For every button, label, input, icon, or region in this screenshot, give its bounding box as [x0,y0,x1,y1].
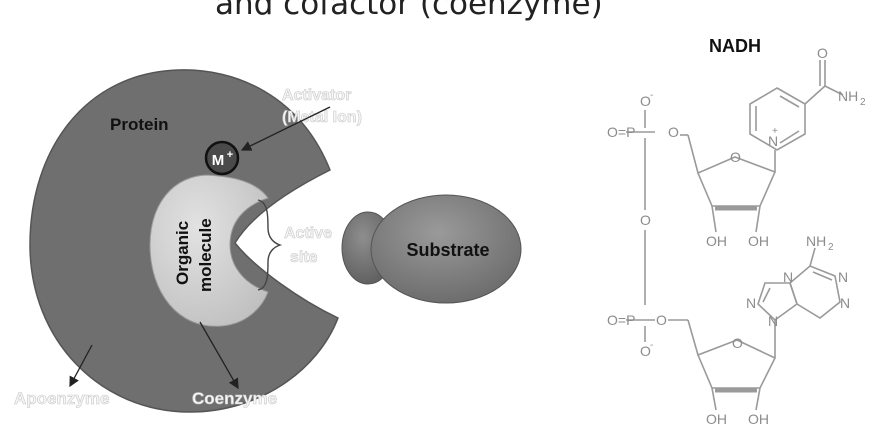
atom-n-4: N [746,295,756,311]
atom-nh2-adenine: NH [806,233,826,249]
atom-nh2-amide-sub: 2 [860,97,866,108]
bottom-ribose-ring [696,339,777,389]
atom-o-carbonyl: O [817,45,828,61]
atom-o-minus-bottom: O [640,343,651,359]
adenine-six-ring [789,265,841,319]
atom-oh-2: OH [748,233,769,249]
atom-o-ester-top: O [668,124,679,140]
active-site-label-line1: Active [284,225,332,242]
enzyme-diagram: M + Protein Activator (Metal Ion) Organi… [14,69,522,413]
atom-oh-4: OH [748,411,769,427]
atom-minus-bottom: - [650,340,653,351]
active-site-label-line2: site [290,249,318,266]
atom-o-ester-bottom: O [656,312,667,328]
coenzyme-arrow [199,321,239,390]
atom-n-2: N [838,269,848,285]
atom-o-minus-top: O [640,93,651,109]
metal-ion-label: M [212,152,225,169]
atom-oh-1: OH [706,233,727,249]
metal-ion-charge: + [227,149,233,161]
protein-label: Protein [110,115,169,134]
atom-n-1: N [783,269,793,285]
coenzyme-label: Coenzyme [192,389,277,408]
atom-o-ring-bottom: O [732,335,743,351]
atom-nh2-amide: NH [838,88,858,104]
nadh-bonds [626,60,844,411]
apoenzyme-arrow [69,344,93,388]
atom-o-p-bottom: O=P [607,312,635,328]
activator-arrow [240,106,331,151]
atom-minus-top: - [650,90,653,101]
atom-nh2-adenine-sub: 2 [828,242,834,253]
slide-title: and cofactor (coenzyme) [215,0,603,22]
organic-label-line1: Organic [173,221,192,285]
atom-o-bridge: O [640,212,651,228]
organic-molecule-shape [149,174,269,327]
nadh-atoms: O NH 2 N + O - O=P O O O OH OH NH 2 N N … [607,45,866,427]
adenine-five-ring [757,282,798,322]
atom-oh-3: OH [706,411,727,427]
nadh-structure: NADH [607,36,866,427]
atom-n-3: N [840,295,850,311]
activator-label-line2: (Metal Ion) [282,109,362,126]
substrate-shape [370,194,522,304]
atom-plus-charge: + [772,126,778,137]
nadh-heading: NADH [709,36,761,56]
metal-ion-circle [204,140,240,176]
atom-o-ring-top: O [730,149,741,165]
active-site-brace [257,199,283,291]
atom-o-p-top: O=P [607,124,635,140]
atom-n-plus: N [768,133,778,149]
atom-n-5: N [768,313,778,329]
top-ribose-ring [696,156,777,207]
apoenzyme-label: Apoenzyme [14,389,109,408]
organic-label-line2: molecule [196,218,215,292]
activator-label-line1: Activator [282,87,351,104]
substrate-label: Substrate [406,240,489,260]
